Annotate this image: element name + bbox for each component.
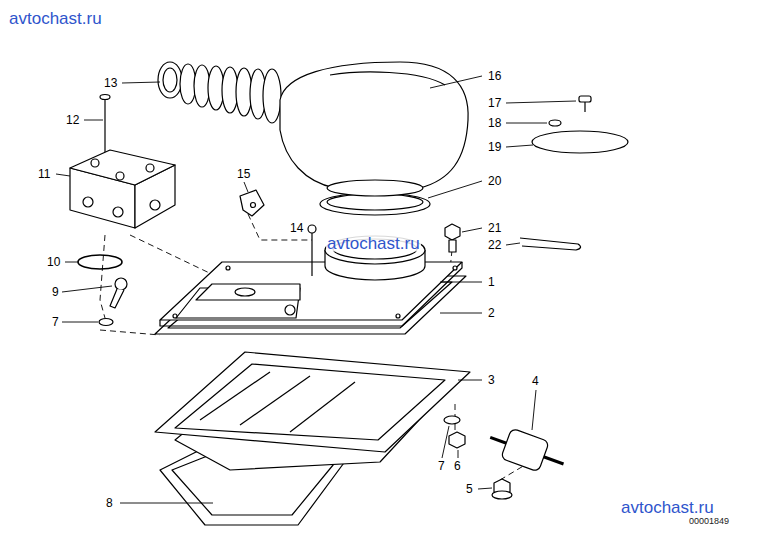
housing-collar <box>327 180 423 196</box>
callout-number: 5 <box>465 483 474 495</box>
drawing-number: 00001849 <box>688 517 730 526</box>
rubber-mount <box>485 422 569 479</box>
screw-shank <box>584 102 585 112</box>
bracket <box>240 190 264 216</box>
boot-housing <box>280 62 468 188</box>
o-ring <box>78 255 122 269</box>
cover-port <box>235 288 255 296</box>
bolt-shank <box>104 98 105 160</box>
bolt-head <box>115 278 127 290</box>
washer <box>549 120 561 126</box>
screw-head <box>579 96 591 102</box>
cover-disc <box>532 131 628 153</box>
callout-number: 14 <box>289 222 304 234</box>
callout-number: 6 <box>453 460 462 472</box>
pan-ribs <box>200 372 355 432</box>
nut <box>449 432 465 448</box>
flange-nut-collar <box>492 491 512 499</box>
bolt-head <box>445 224 460 240</box>
callout-number: 19 <box>487 141 502 153</box>
leader-line <box>56 76 576 503</box>
boot-hose <box>158 62 281 123</box>
bolt-head <box>308 225 316 233</box>
bolt-shank <box>311 233 312 276</box>
callout-number: 17 <box>487 97 502 109</box>
pan-rim <box>155 352 470 452</box>
callout-number: 8 <box>105 497 114 509</box>
callout-number: 4 <box>531 375 540 387</box>
valve-ports <box>83 159 160 217</box>
bracket-hole <box>251 203 256 208</box>
bolt-shank <box>110 289 124 308</box>
callout-number: 13 <box>103 77 118 89</box>
spring-clip <box>520 238 581 250</box>
callout-number: 3 <box>487 374 496 386</box>
callout-number: 2 <box>487 307 496 319</box>
housing-contour <box>330 72 445 85</box>
callout-number: 18 <box>487 117 502 129</box>
callout-number: 20 <box>487 175 502 187</box>
cover-hump-top <box>196 284 300 300</box>
callout-number: 7 <box>51 316 60 328</box>
watermark: avtochast.ru <box>620 499 715 516</box>
watermark: avtochast.ru <box>8 10 103 27</box>
callout-number: 10 <box>46 256 61 268</box>
callout-number: 1 <box>487 276 496 288</box>
callout-number: 16 <box>487 70 502 82</box>
callout-number: 12 <box>65 114 80 126</box>
assembly-guide <box>100 214 525 480</box>
bolt-shank <box>449 240 456 252</box>
pan-inner <box>175 364 445 440</box>
watermark: avtochast.ru <box>326 235 421 252</box>
washer <box>99 319 113 326</box>
callout-number: 11 <box>37 168 51 180</box>
washer <box>444 416 460 424</box>
callout-number: 21 <box>487 222 502 234</box>
valve-block-top <box>70 150 175 185</box>
callout-number: 15 <box>236 168 251 180</box>
callout-number: 7 <box>437 460 446 472</box>
cover-boss <box>285 305 295 315</box>
callout-number: 22 <box>487 239 502 251</box>
callout-number: 9 <box>51 286 60 298</box>
bolt-head <box>100 95 110 100</box>
